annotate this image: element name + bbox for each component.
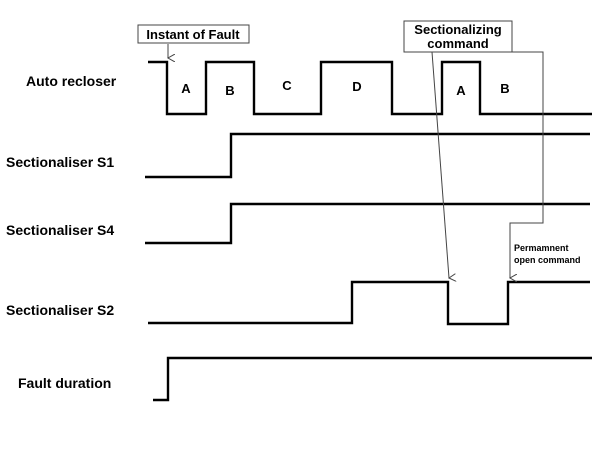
row-label-auto-recloser: Auto recloser <box>26 73 117 89</box>
row-label-sectionaliser-s4: Sectionaliser S4 <box>6 222 114 238</box>
auto-recloser-waveform <box>148 60 592 116</box>
sectionalizing-command-arrow <box>431 51 449 278</box>
segment-label-c: C <box>282 78 292 93</box>
segment-label-a: A <box>181 81 191 96</box>
row-label-sectionaliser-s1: Sectionaliser S1 <box>6 154 114 170</box>
sectionalizing-command-label-line2: command <box>427 36 488 51</box>
segment-label-b: B <box>225 83 234 98</box>
sectionaliser-s2-waveform <box>148 280 590 326</box>
sectionaliser-s1-waveform <box>145 132 590 179</box>
instant-of-fault-label: Instant of Fault <box>146 27 240 42</box>
row-label-sectionaliser-s2: Sectionaliser S2 <box>6 302 114 318</box>
sectionaliser-s4-waveform <box>145 202 590 245</box>
segment-label-b-second: B <box>500 81 509 96</box>
sectionalizing-command-label-line1: Sectionalizing <box>414 22 501 37</box>
permanent-open-command-label-line1: Permamnent <box>514 243 569 253</box>
instant-of-fault-box <box>137 24 250 44</box>
fault-duration-waveform <box>153 356 592 402</box>
segment-label-a-second: A <box>456 83 466 98</box>
sectionalizing-command-box <box>403 20 513 53</box>
segment-label-d: D <box>352 79 361 94</box>
permanent-open-command-arrow <box>490 51 544 278</box>
row-label-fault-duration: Fault duration <box>18 375 111 391</box>
permanent-open-command-label-line2: open command <box>514 255 581 265</box>
